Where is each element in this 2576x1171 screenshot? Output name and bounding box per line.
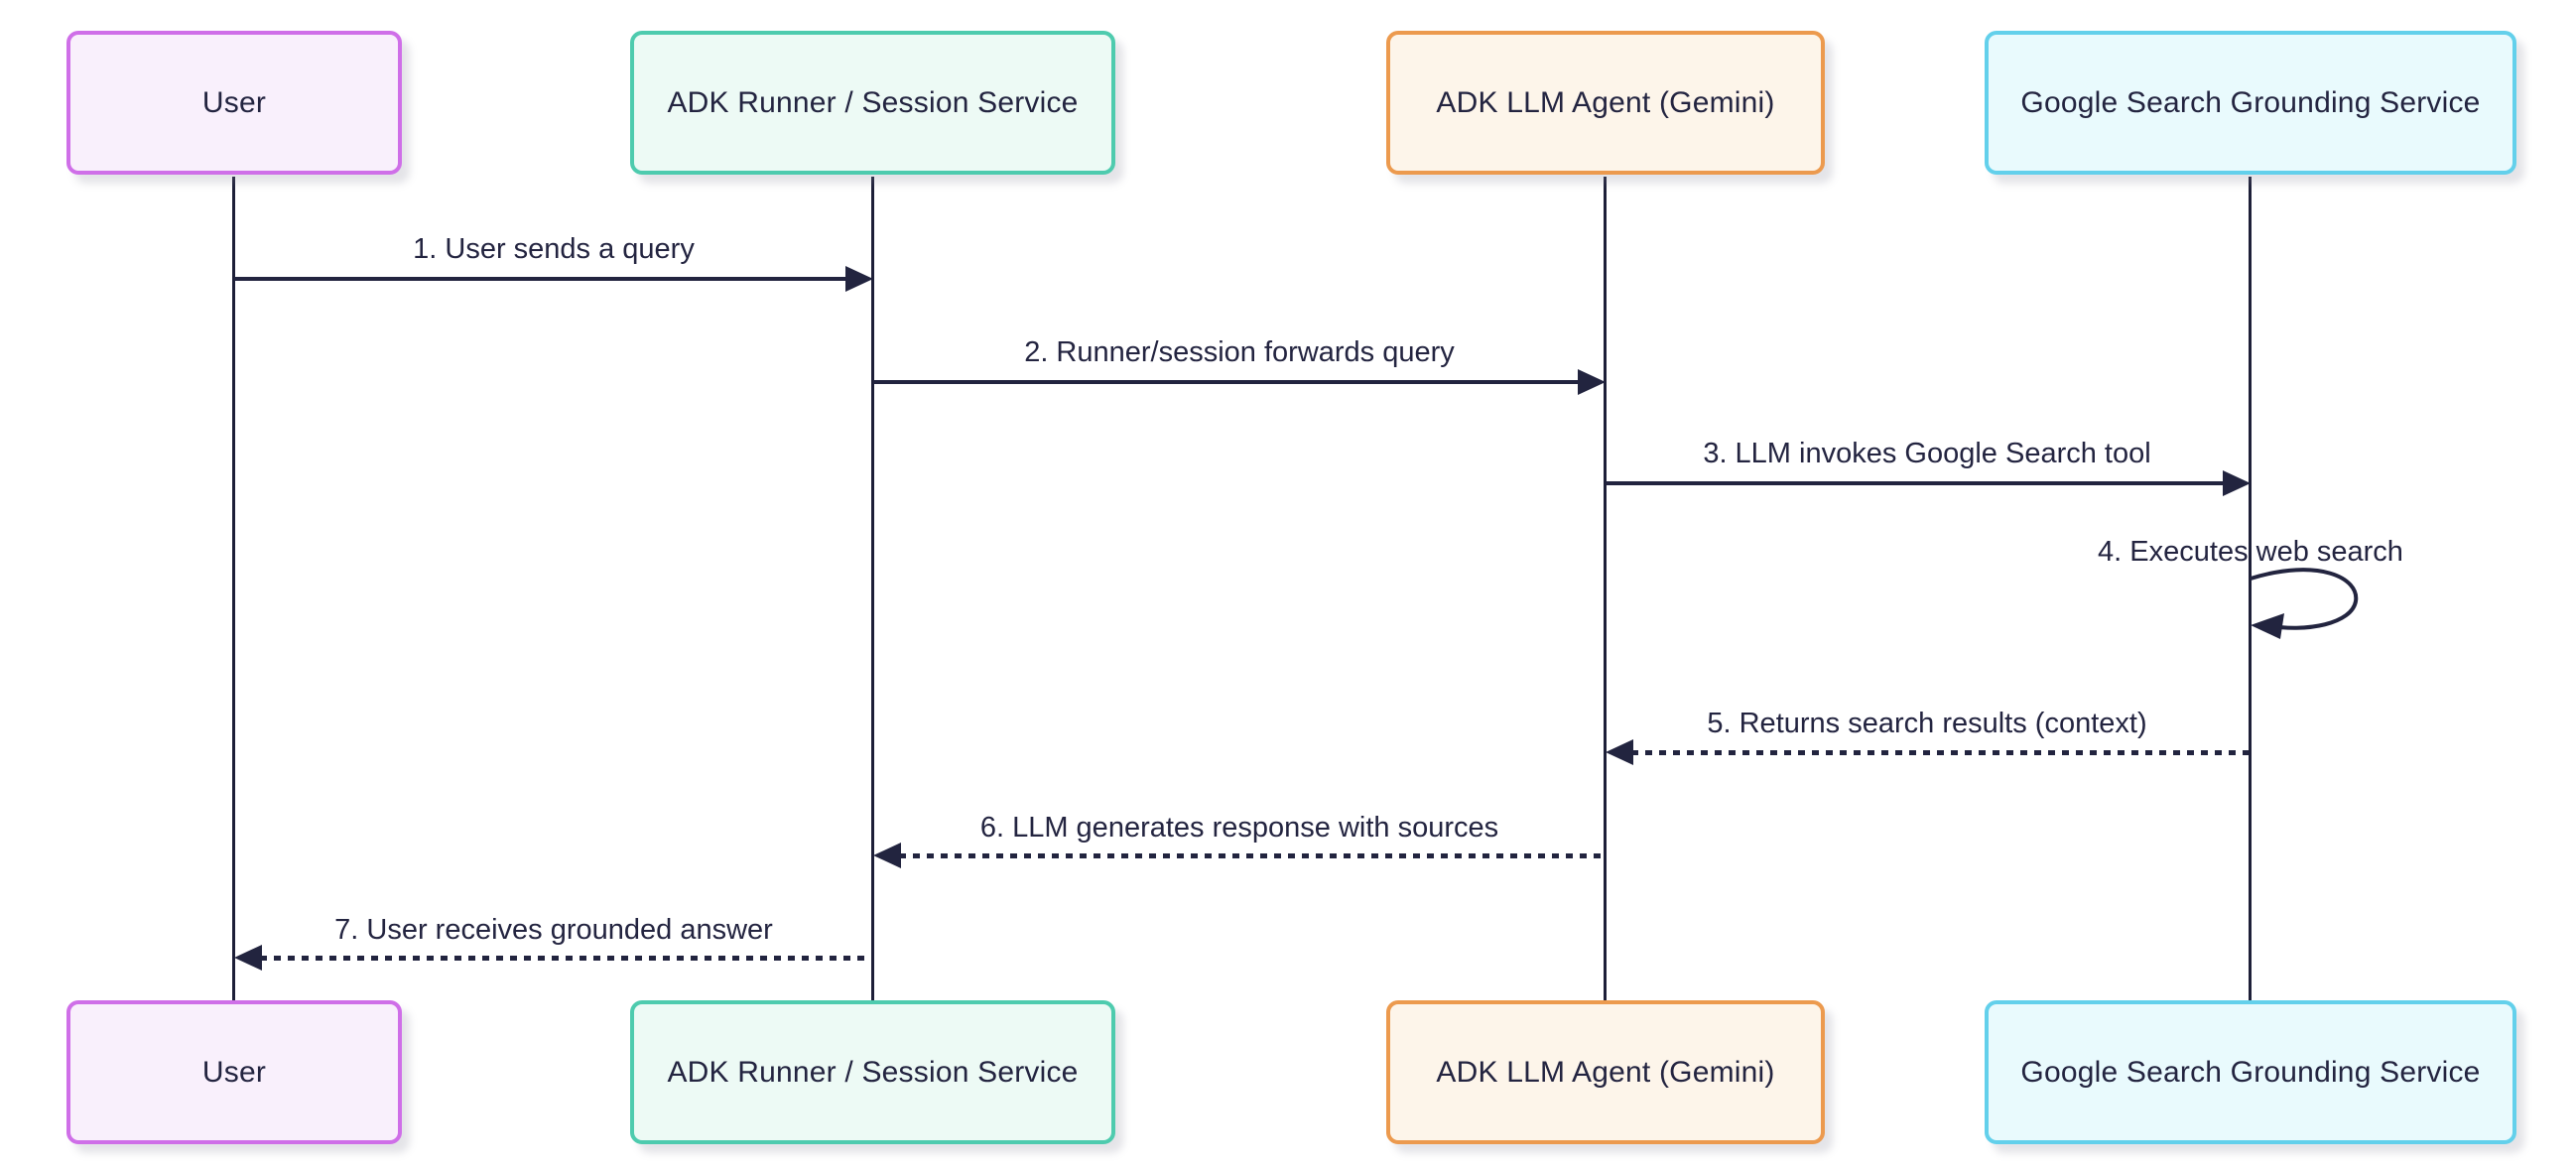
lifeline-user (232, 177, 235, 1002)
actor-label-adk-runner: ADK Runner / Session Service (667, 85, 1079, 119)
actor-label-google-search: Google Search Grounding Service (2020, 85, 2481, 119)
message-1-label: 1. User sends a query (413, 233, 695, 265)
actor-label-adk-llm-agent: ADK LLM Agent (Gemini) (1436, 85, 1775, 119)
message-7-line (260, 956, 871, 961)
actor-box-adk-runner-bottom: ADK Runner / Session Service (630, 1000, 1115, 1144)
actor-box-google-search-bottom: Google Search Grounding Service (1985, 1000, 2516, 1144)
actor-box-user-bottom: User (66, 1000, 402, 1144)
message-4-self-loop-arrow-icon (2250, 568, 2359, 639)
actor-box-user-top: User (66, 31, 402, 175)
lifeline-adk-runner (871, 177, 874, 1002)
message-7-arrowhead-icon (234, 945, 262, 971)
message-3-label: 3. LLM invokes Google Search tool (1703, 438, 2151, 469)
message-6-line (899, 853, 1604, 858)
actor-box-adk-llm-agent-top: ADK LLM Agent (Gemini) (1386, 31, 1825, 175)
message-4-label: 4. Executes web search (2098, 536, 2403, 568)
actor-label-user: User (201, 1055, 267, 1089)
message-6-label: 6. LLM generates response with sources (979, 812, 1499, 844)
lifeline-adk-llm-agent (1604, 177, 1607, 1002)
message-7-label: 7. User receives grounded answer (334, 914, 773, 946)
message-1-arrowhead-icon (845, 266, 873, 292)
message-3-arrowhead-icon (2223, 470, 2251, 496)
actor-label-adk-runner: ADK Runner / Session Service (667, 1055, 1079, 1089)
message-2-arrowhead-icon (1578, 369, 1606, 395)
actor-label-user: User (201, 85, 267, 119)
actor-label-google-search: Google Search Grounding Service (2020, 1055, 2481, 1089)
actor-box-google-search-top: Google Search Grounding Service (1985, 31, 2516, 175)
actor-box-adk-llm-agent-bottom: ADK LLM Agent (Gemini) (1386, 1000, 1825, 1144)
message-5-label: 5. Returns search results (context) (1707, 708, 2147, 739)
message-5-line (1631, 750, 2249, 755)
message-5-arrowhead-icon (1606, 739, 1633, 765)
message-2-label: 2. Runner/session forwards query (1024, 336, 1455, 368)
lifeline-google-search (2249, 177, 2252, 1002)
message-2-line (873, 380, 1580, 384)
actor-label-adk-llm-agent: ADK LLM Agent (Gemini) (1436, 1055, 1775, 1089)
message-3-line (1606, 481, 2225, 485)
actor-box-adk-runner-top: ADK Runner / Session Service (630, 31, 1115, 175)
message-6-arrowhead-icon (873, 843, 901, 868)
message-1-line (234, 277, 847, 281)
